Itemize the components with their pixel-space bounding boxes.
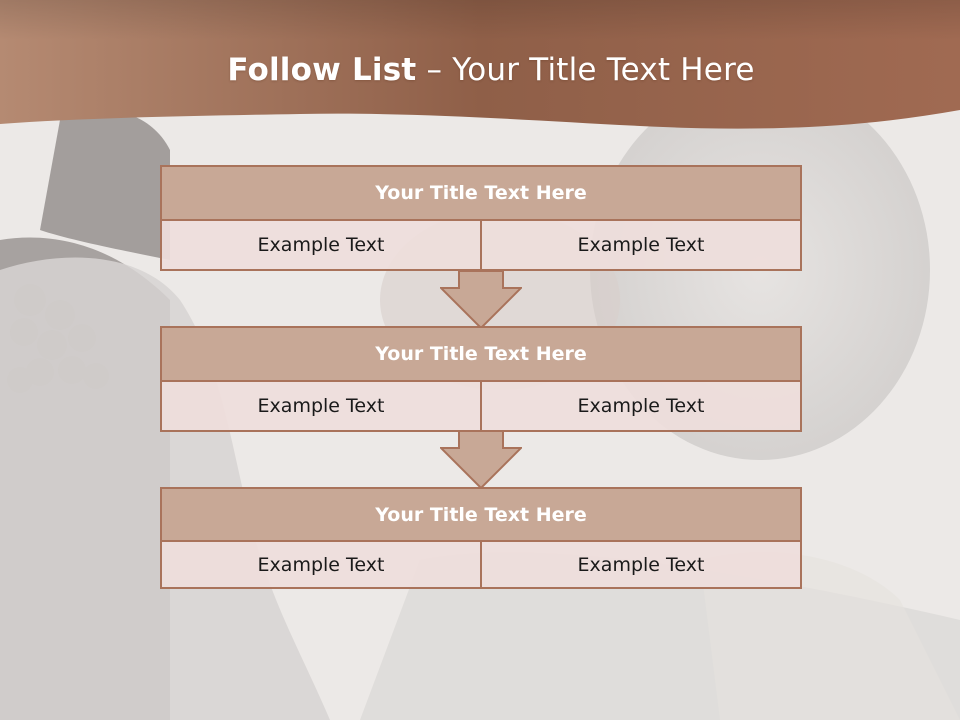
follow-block-2: Your Title Text Here Example Text Exampl…: [160, 326, 802, 432]
title-bold: Follow List: [227, 52, 417, 88]
slide-title: Follow List – Your Title Text Here: [0, 52, 960, 100]
block-row: Example Text Example Text: [160, 382, 802, 432]
block-cell-left: Example Text: [160, 382, 482, 432]
follow-block-3: Your Title Text Here Example Text Exampl…: [160, 487, 802, 589]
block-title: Your Title Text Here: [160, 487, 802, 542]
follow-block-1: Your Title Text Here Example Text Exampl…: [160, 165, 802, 271]
block-cell-right: Example Text: [482, 542, 802, 589]
block-cell-right: Example Text: [482, 382, 802, 432]
block-cell-left: Example Text: [160, 221, 482, 271]
title-rest: – Your Title Text Here: [416, 52, 755, 88]
block-title: Your Title Text Here: [160, 326, 802, 382]
block-title: Your Title Text Here: [160, 165, 802, 221]
block-cell-right: Example Text: [482, 221, 802, 271]
block-row: Example Text Example Text: [160, 221, 802, 271]
block-cell-left: Example Text: [160, 542, 482, 589]
down-arrow-1: [440, 270, 522, 330]
block-row: Example Text Example Text: [160, 542, 802, 589]
down-arrow-2: [440, 430, 522, 490]
